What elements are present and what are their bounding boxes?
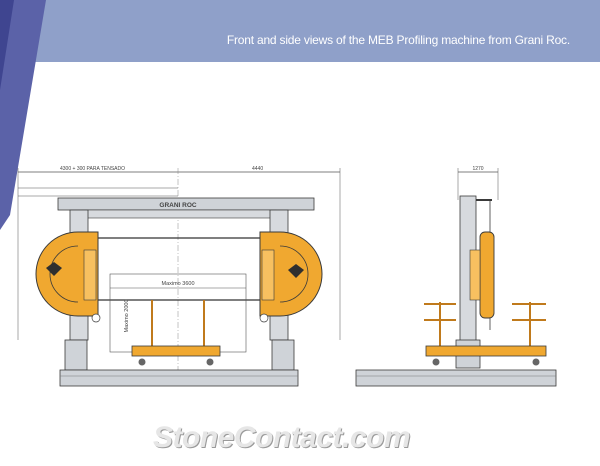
watermark-text: StoneContact.com — [153, 421, 411, 454]
side-view: 1270 — [355, 166, 557, 387]
front-dimension-left-text: 4300 + 300 PARA TENSADO — [60, 166, 125, 172]
side-cart — [425, 345, 547, 357]
side-wheel — [479, 231, 495, 319]
side-dimension-text: 1270 — [472, 166, 483, 172]
right-wheel-hub — [288, 264, 304, 278]
right-wheel — [259, 231, 323, 317]
side-base-rail — [355, 369, 557, 387]
workpiece-cart — [131, 345, 221, 357]
max-width-label: Maximo 3600 — [161, 281, 194, 287]
brand-label: GRANI ROC — [159, 202, 197, 209]
left-wheel-hub — [46, 262, 62, 276]
left-wheel — [35, 231, 99, 317]
header-banner — [0, 0, 600, 62]
header-caption: Front and side views of the MEB Profilin… — [226, 33, 570, 47]
front-view: 4300 + 300 PARA TENSADO 4440 GRANI ROC M… — [17, 166, 341, 387]
max-height-label: Maximo 2000 — [124, 299, 130, 332]
front-base-rail — [59, 369, 299, 387]
front-dimension-right-text: 4440 — [252, 166, 263, 172]
left-accent-stripe — [0, 0, 46, 230]
